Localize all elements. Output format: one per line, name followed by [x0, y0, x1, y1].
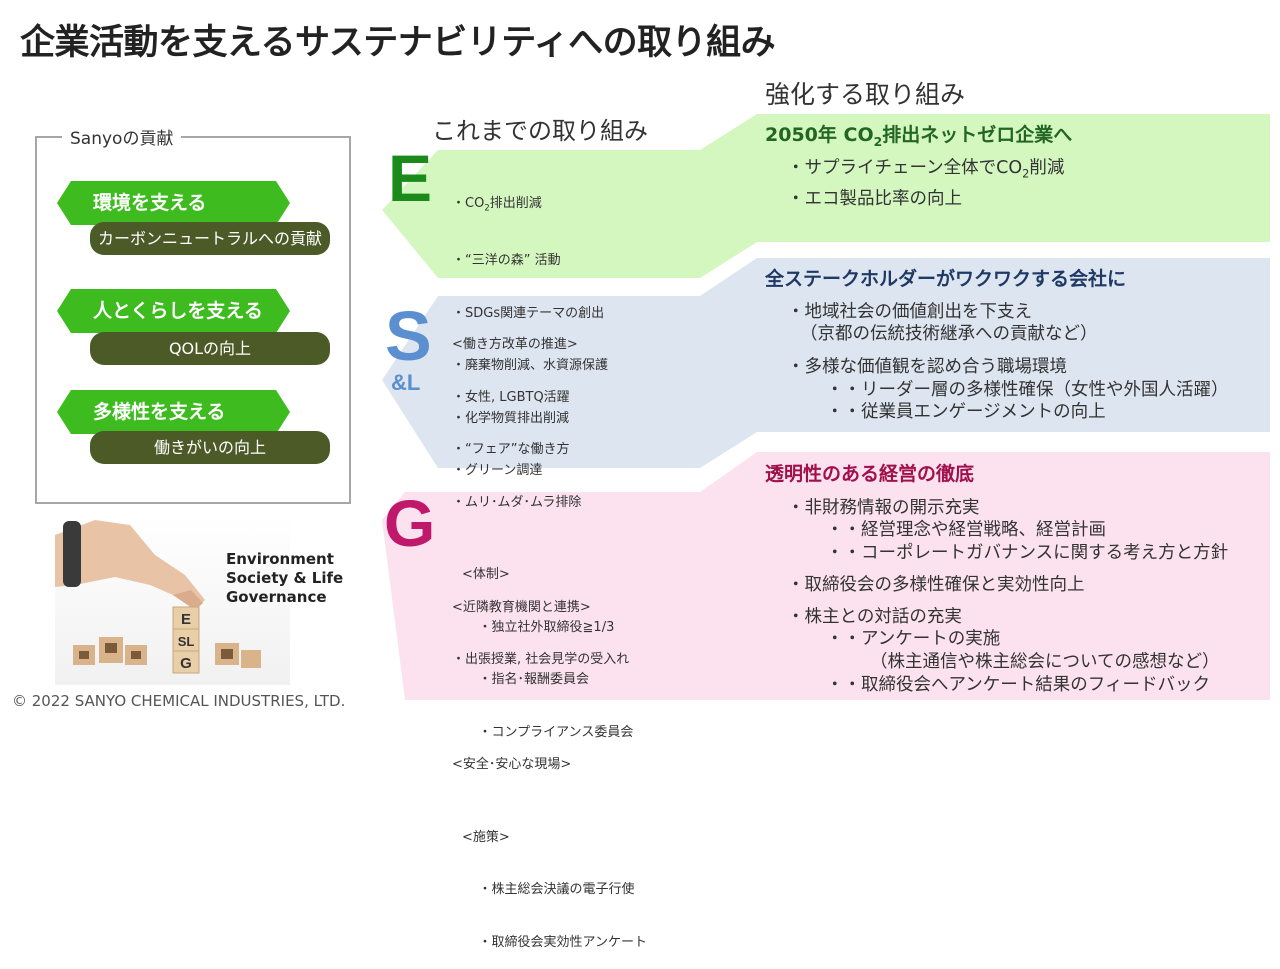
past-s-item: ・“フェア”な働き方 [452, 442, 570, 457]
contribution-head-environment: 環境を支える [57, 181, 290, 225]
future-g-item: ・・コーポレートガバナンスに関する考え方と方針 [826, 543, 1229, 563]
contribution-sub-environment: カーボンニュートラルへの貢献 [90, 222, 330, 255]
past-g-item: ・独立社外取締役≧1/3 [462, 619, 615, 635]
page-title: 企業活動を支えるサステナビリティへの取り組み [20, 23, 776, 63]
future-e-item: ・サプライチェーン全体でCO2削減 [787, 158, 1065, 181]
esg-block-stack: E SL G [172, 606, 200, 674]
future-s-item: ・・リーダー層の多様性確保（女性や外国人活躍） [826, 380, 1229, 400]
past-g-item: ・株主総会決議の電子行使 [462, 882, 635, 897]
letter-e: E [388, 141, 433, 215]
past-e-item: ・“三洋の森” 活動 [452, 253, 561, 269]
future-e-item: ・エコ製品比率の向上 [787, 189, 962, 209]
svg-text:E: E [181, 611, 191, 628]
future-s-item: ・・従業員エンゲージメントの向上 [826, 402, 1106, 422]
esg-legend: Environment Society & Life Governance [226, 550, 343, 607]
future-s-item: （京都の伝統技術継承への貢献など） [800, 324, 1098, 344]
past-g-item: ・取締役会実効性アンケート [462, 934, 648, 950]
esg-legend-governance: Governance [226, 588, 327, 606]
past-g-list: <体制> ・独立社外取締役≧1/3 ・指名･報酬委員会 ・コンプライアンス委員会… [462, 531, 647, 969]
future-s-item: ・地域社会の価値創出を下支え [787, 302, 1032, 322]
past-e-item: ・グリーン調達 [452, 463, 543, 479]
past-e-item: ・化学物質排出削減 [452, 410, 570, 426]
panel-shapes [382, 114, 1270, 700]
future-g-item: ・・経営理念や経営戦略、経営計画 [826, 520, 1106, 540]
esg-legend-society: Society & Life [226, 569, 344, 587]
letter-g: G [384, 486, 436, 560]
contribution-label: Sanyoの貢献 [62, 124, 182, 149]
future-e-heading: 2050年 CO2排出ネットゼロ企業へ [765, 124, 1073, 149]
letter-s-sub: &L [391, 370, 421, 395]
future-g-item: ・取締役会の多様性確保と実効性向上 [787, 575, 1085, 595]
future-g-item: ・・アンケートの実施 [826, 629, 1001, 649]
contribution-sub-diversity: 働きがいの向上 [90, 431, 330, 464]
past-e-list: ・CO2排出削減 ・“三洋の森” 活動 ・SDGs関連テーマの創出 ・廃棄物削減… [452, 160, 608, 497]
future-g-item: ・株主との対話の充実 [787, 607, 962, 627]
svg-text:G: G [180, 655, 192, 672]
past-s-item: ・出張授業, 社会見学の受入れ [452, 652, 630, 667]
past-s-item: <近隣教育機関と連携> [452, 599, 591, 615]
past-g-item: <体制> [462, 567, 510, 582]
spacer [462, 776, 647, 794]
past-e-item: ・SDGs関連テーマの創出 [452, 305, 605, 321]
past-e-item: ・CO2排出削減 [452, 196, 542, 213]
future-s-heading: 全ステークホルダーがワクワクする会社に [765, 268, 1127, 290]
past-s-item: ・ムリ･ムダ･ムラ排除 [452, 494, 582, 510]
letter-s: S [385, 297, 432, 375]
future-s-item: ・多様な価値観を認め合う職場環境 [787, 357, 1067, 377]
contribution-box [35, 136, 351, 504]
past-g-item: <施策> [462, 829, 510, 845]
svg-text:SL: SL [178, 634, 195, 649]
future-efforts-heading: 強化する取り組み [765, 80, 966, 109]
future-g-item: ・非財務情報の開示充実 [787, 498, 980, 518]
past-efforts-heading: これまでの取り組み [432, 117, 648, 145]
contribution-head-diversity: 多様性を支える [57, 390, 290, 434]
future-g-heading: 透明性のある経営の徹底 [765, 463, 975, 485]
contribution-head-people: 人とくらしを支える [57, 289, 290, 333]
past-s-item: ・女性, LGBTQ活躍 [452, 389, 570, 405]
past-g-item: ・指名･報酬委員会 [462, 672, 590, 687]
past-s-item: <働き方改革の推進> [452, 337, 578, 352]
esg-legend-environment: Environment [226, 550, 334, 568]
contribution-sub-people: QOLの向上 [90, 332, 330, 365]
future-g-item: ・・取締役会へアンケート結果のフィードバック [826, 675, 1210, 695]
past-e-item: ・廃棄物削減、水資源保護 [452, 358, 609, 374]
future-g-item: （株主通信や株主総会についての感想など） [870, 652, 1220, 672]
esg-blocks-photo: E SL G [55, 515, 290, 685]
past-g-item: ・コンプライアンス委員会 [462, 724, 634, 740]
copyright: © 2022 SANYO CHEMICAL INDUSTRIES, LTD. [12, 692, 346, 710]
